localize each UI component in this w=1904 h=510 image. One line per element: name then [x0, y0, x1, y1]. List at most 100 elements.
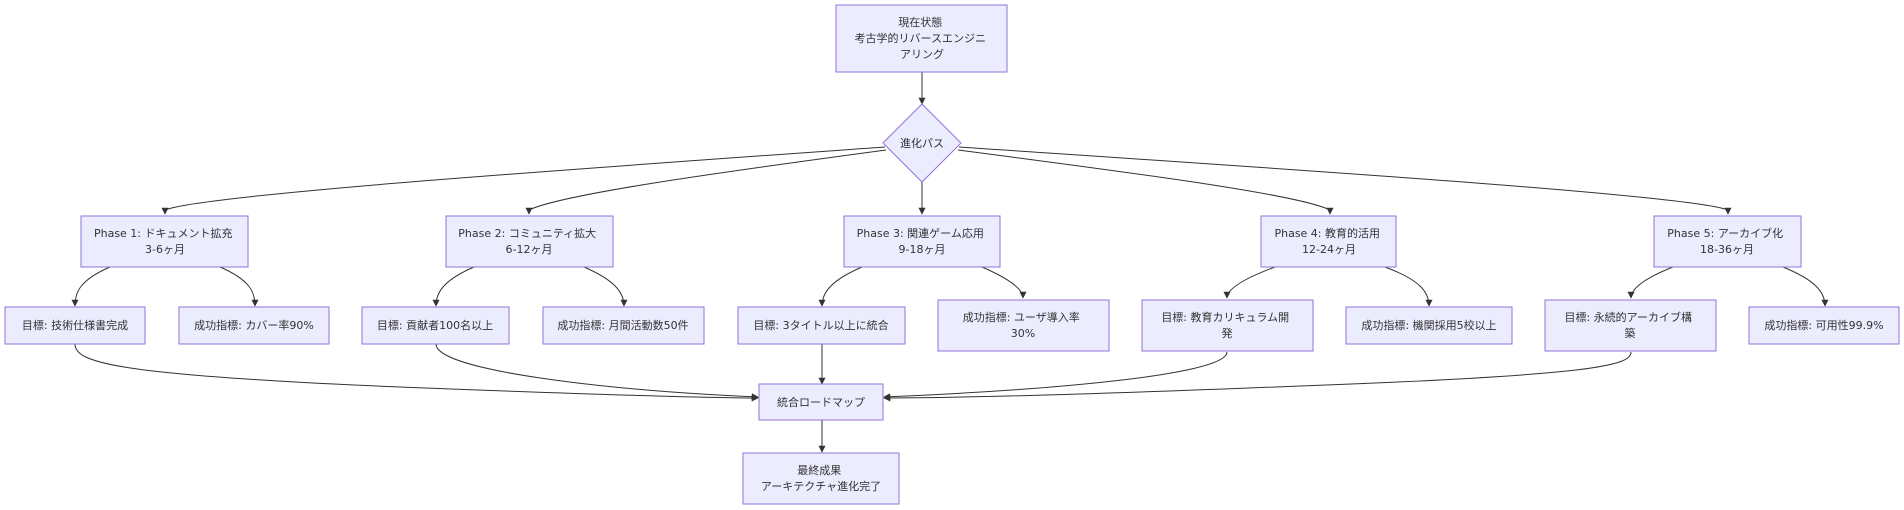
edge-phase3-to-goal3 [818, 266, 863, 307]
node-current-state-line3: アリング [900, 47, 944, 61]
edge-phase2-to-goal2 [432, 266, 475, 307]
edge-evolution-to-phase1 [161, 146, 886, 215]
node-metric3-line2: 30% [1011, 327, 1035, 340]
node-phase4-box [1260, 215, 1397, 268]
node-phase4: Phase 4: 教育的活用 12-24ヶ月 [1260, 215, 1397, 268]
node-metric3-box [937, 299, 1110, 352]
node-goal4-label: 目標: 教育カリキュラム開 発 [1161, 310, 1292, 340]
node-final-line1: 最終成果 [797, 463, 841, 477]
node-metric3-label: 成功指標: ユーザ導入率 30% [963, 310, 1083, 340]
node-evolution-path-diamond [882, 103, 962, 183]
node-goal1-box [4, 306, 146, 345]
node-phase2: Phase 2: コミュニティ拡大 6-12ヶ月 [445, 215, 614, 268]
edge-phase5-to-metric5 [1782, 266, 1829, 307]
node-final-line2: アーキテクチャ進化完了 [761, 479, 881, 493]
edge-goal2-to-roadmap [435, 343, 759, 401]
node-phase5-line1: Phase 5: アーカイブ化 [1667, 226, 1783, 240]
node-metric1-box [178, 306, 330, 345]
node-metric5-label: 成功指標: 可用性99.9% [1764, 318, 1883, 332]
edge-phase2-to-metric2 [583, 266, 628, 307]
node-final-label: 最終成果 アーキテクチャ進化完了 [761, 463, 881, 493]
node-phase1-box [80, 215, 249, 268]
node-metric1: 成功指標: カバー率90% [178, 306, 330, 345]
node-goal3-box [737, 306, 906, 345]
node-goal3-line1: 目標: 3タイトル以上に統合 [753, 318, 888, 332]
edge-goal4-to-roadmap [883, 351, 1228, 401]
node-phase1: Phase 1: ドキュメント拡充 3-6ヶ月 [80, 215, 249, 268]
node-phase1-line2: 3-6ヶ月 [145, 243, 185, 256]
edge-evolution-to-phase5 [958, 146, 1732, 215]
node-final: 最終成果 アーキテクチャ進化完了 [742, 452, 900, 505]
node-goal1-label: 目標: 技術仕様書完成 [22, 318, 128, 332]
node-current-state-box [835, 4, 1008, 73]
edge-phase5-to-goal5 [1627, 266, 1674, 299]
node-goal5: 目標: 永続的アーカイブ構 築 [1544, 299, 1717, 352]
node-phase4-line1: Phase 4: 教育的活用 [1274, 226, 1380, 240]
edge-goal1-to-roadmap [74, 343, 759, 402]
node-goal2-label: 目標: 貢献者100名以上 [377, 318, 493, 332]
node-phase4-line2: 12-24ヶ月 [1302, 243, 1356, 256]
node-goal2: 目標: 貢献者100名以上 [361, 306, 510, 345]
node-goal2-line1: 目標: 貢献者100名以上 [377, 318, 493, 332]
edge-evolution-to-phase2 [525, 149, 887, 215]
node-phase2-line1: Phase 2: コミュニティ拡大 [458, 226, 596, 240]
node-metric5: 成功指標: 可用性99.9% [1748, 306, 1900, 345]
edge-phase4-to-goal4 [1223, 266, 1276, 299]
node-goal5-box [1544, 299, 1717, 352]
node-phase5-label: Phase 5: アーカイブ化 18-36ヶ月 [1667, 226, 1786, 256]
node-metric2-line1: 成功指標: 月間活動数50件 [557, 318, 688, 332]
node-goal2-box [361, 306, 510, 345]
node-goal1: 目標: 技術仕様書完成 [4, 306, 146, 345]
node-metric4: 成功指標: 機関採用5校以上 [1345, 306, 1513, 345]
node-phase5-line2: 18-36ヶ月 [1700, 243, 1754, 256]
edge-phase4-to-metric4 [1384, 266, 1433, 307]
node-phase3-line2: 9-18ヶ月 [899, 243, 946, 256]
node-evolution-path-label: 進化パス [900, 136, 944, 150]
node-evolution-path-decision: 進化パス [882, 103, 962, 183]
edge-goal5-to-roadmap [883, 351, 1632, 402]
node-metric5-line1: 成功指標: 可用性99.9% [1764, 318, 1883, 332]
edge-evolution-to-phase4 [957, 149, 1334, 215]
node-goal5-line2: 築 [1625, 326, 1636, 340]
node-current-state-line2: 考古学的リバースエンジニ [855, 31, 986, 45]
node-goal5-label: 目標: 永続的アーカイブ構 築 [1564, 310, 1695, 340]
node-metric2-box [542, 306, 705, 345]
node-metric2: 成功指標: 月間活動数50件 [542, 306, 705, 345]
node-phase3-box [843, 215, 1001, 268]
node-roadmap: 統合ロードマップ [758, 383, 884, 421]
node-goal3-label: 目標: 3タイトル以上に統合 [753, 318, 888, 332]
edge-phase3-to-metric3 [981, 266, 1027, 299]
node-roadmap-box [758, 383, 884, 421]
node-goal1-line1: 目標: 技術仕様書完成 [22, 318, 128, 332]
node-metric3-line1: 成功指標: ユーザ導入率 [963, 310, 1080, 324]
node-phase5: Phase 5: アーカイブ化 18-36ヶ月 [1653, 215, 1802, 268]
node-goal4-box [1141, 299, 1314, 352]
edge-phase1-to-goal1 [71, 266, 111, 307]
edges [71, 72, 1829, 453]
node-phase2-box [445, 215, 614, 268]
node-phase1-label: Phase 1: ドキュメント拡充 3-6ヶ月 [94, 226, 236, 256]
node-metric2-label: 成功指標: 月間活動数50件 [557, 318, 688, 332]
node-metric1-line1: 成功指標: カバー率90% [194, 318, 314, 332]
node-metric1-label: 成功指標: カバー率90% [194, 318, 314, 332]
node-phase3-line1: Phase 3: 関連ゲーム応用 [857, 226, 984, 240]
node-phase3: Phase 3: 関連ゲーム応用 9-18ヶ月 [843, 215, 1001, 268]
node-final-box [742, 452, 900, 505]
node-phase2-line2: 6-12ヶ月 [506, 243, 553, 256]
node-roadmap-label: 統合ロードマップ [777, 395, 865, 409]
node-current-state-line1: 現在状態 [898, 15, 942, 29]
node-phase2-label: Phase 2: コミュニティ拡大 6-12ヶ月 [458, 226, 599, 256]
node-phase3-label: Phase 3: 関連ゲーム応用 9-18ヶ月 [857, 226, 988, 256]
node-phase5-box [1653, 215, 1802, 268]
node-metric4-box [1345, 306, 1513, 345]
node-roadmap-line1: 統合ロードマップ [777, 395, 865, 409]
node-metric4-label: 成功指標: 機関採用5校以上 [1361, 318, 1496, 332]
node-phase4-label: Phase 4: 教育的活用 12-24ヶ月 [1274, 226, 1383, 256]
node-current-state: 現在状態 考古学的リバースエンジニ アリング [835, 4, 1008, 73]
node-goal5-line1: 目標: 永続的アーカイブ構 [1564, 310, 1692, 324]
node-goal3: 目標: 3タイトル以上に統合 [737, 306, 906, 345]
node-goal4: 目標: 教育カリキュラム開 発 [1141, 299, 1314, 352]
node-metric4-line1: 成功指標: 機関採用5校以上 [1361, 318, 1496, 332]
node-phase1-line1: Phase 1: ドキュメント拡充 [94, 226, 233, 240]
node-current-state-label: 現在状態 考古学的リバースエンジニ アリング [855, 15, 990, 61]
